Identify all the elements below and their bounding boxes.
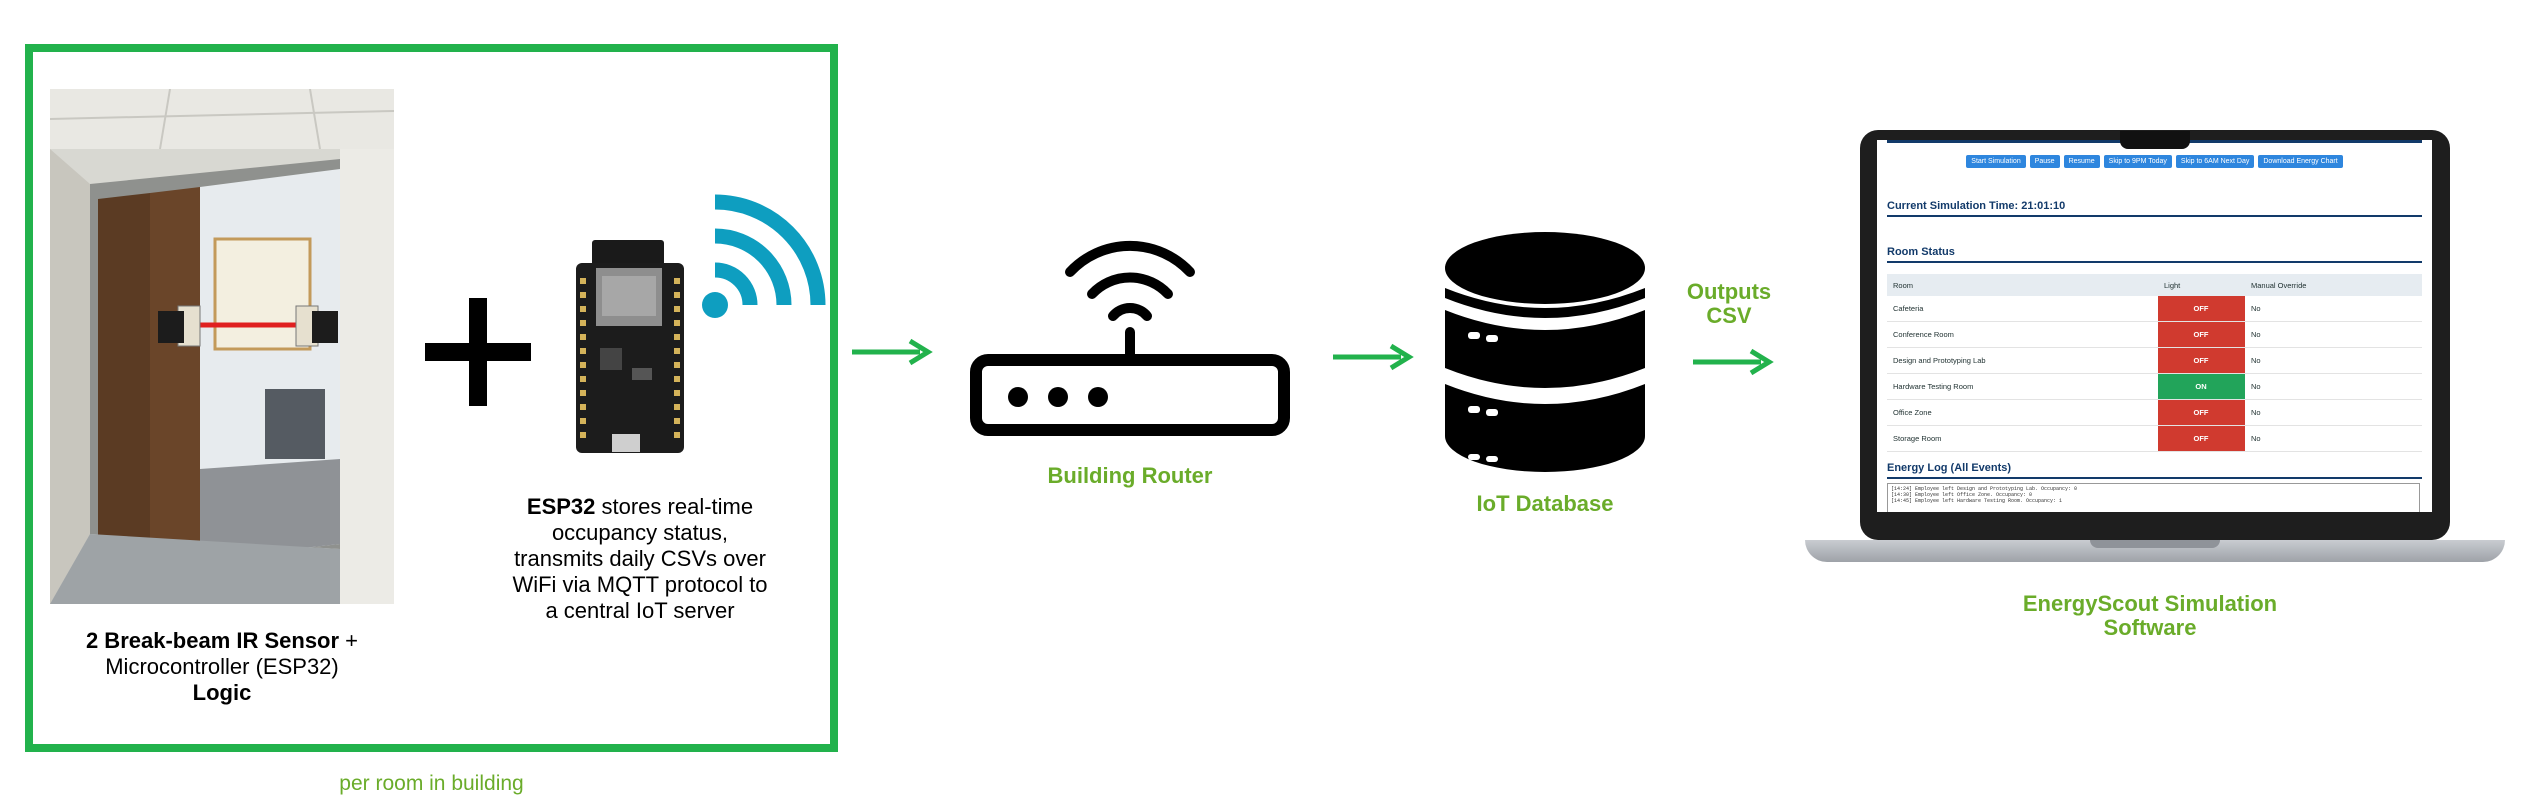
control-button-bar: Start Simulation Pause Resume Skip to 9P… xyxy=(1877,155,2432,168)
log-line: [14:45] Employee left Hardware Testing R… xyxy=(1891,498,2063,504)
table-row: Storage Room OFF No xyxy=(1887,425,2422,452)
table-row: Office Zone OFF No xyxy=(1887,399,2422,426)
light-status[interactable]: OFF xyxy=(2158,296,2245,322)
room-name: Office Zone xyxy=(1887,399,2158,426)
table-row: Conference Room OFF No xyxy=(1887,321,2422,348)
database-icon xyxy=(1445,232,1645,472)
sensor-caption-line3: Logic xyxy=(192,680,252,705)
esp32-caption-rest: stores real-time xyxy=(595,494,754,519)
room-unit-frame xyxy=(25,44,838,752)
resume-button[interactable]: Resume xyxy=(2063,155,2100,168)
start-simulation-button[interactable]: Start Simulation xyxy=(1966,155,2026,168)
simulation-time: Current Simulation Time: 21:01:10 xyxy=(1887,200,2422,217)
light-status[interactable]: ON xyxy=(2158,373,2245,400)
room-name: Design and Prototyping Lab xyxy=(1887,347,2158,374)
table-row: Cafeteria OFF No xyxy=(1887,296,2422,322)
override-value: No xyxy=(2245,373,2422,400)
esp32-caption: ESP32 stores real-time occupancy status,… xyxy=(470,494,810,624)
pause-button[interactable]: Pause xyxy=(2029,155,2060,168)
room-name: Hardware Testing Room xyxy=(1887,373,2158,400)
simulation-screen: Start Simulation Pause Resume Skip to 9P… xyxy=(1877,140,2432,512)
room-status-table: Room Light Manual Override Cafeteria OFF… xyxy=(1887,274,2422,452)
laptop-base xyxy=(1805,540,2505,562)
header-room: Room xyxy=(1887,274,2158,296)
software-label-line1: EnergyScout Simulation xyxy=(2022,591,2278,616)
light-status[interactable]: OFF xyxy=(2158,347,2245,374)
esp32-caption-line3: transmits daily CSVs over xyxy=(514,546,766,571)
override-value: No xyxy=(2245,321,2422,348)
per-room-label: per room in building xyxy=(339,772,524,795)
software-label-line2: Software xyxy=(2103,615,2197,640)
header-light: Light xyxy=(2158,274,2245,296)
room-name: Cafeteria xyxy=(1887,296,2158,322)
software-label: EnergyScout Simulation Software xyxy=(1950,592,2350,640)
room-name: Storage Room xyxy=(1887,425,2158,452)
table-header-row: Room Light Manual Override xyxy=(1887,274,2422,296)
arrow-to-software-icon xyxy=(1693,348,1774,376)
router-icon xyxy=(970,240,1290,436)
room-status-heading: Room Status xyxy=(1887,246,2422,263)
esp32-caption-line2: occupancy status, xyxy=(551,520,729,545)
override-value: No xyxy=(2245,399,2422,426)
table-row: Design and Prototyping Lab OFF No xyxy=(1887,347,2422,374)
esp32-board-icon xyxy=(576,240,684,453)
download-energy-chart-button[interactable]: Download Energy Chart xyxy=(2258,155,2343,168)
light-status[interactable]: OFF xyxy=(2158,399,2245,426)
energy-log-heading: Energy Log (All Events) xyxy=(1887,462,2422,479)
sensor-caption-bold: 2 Break-beam IR Sensor xyxy=(85,628,340,653)
override-value: No xyxy=(2245,425,2422,452)
log-line: [14:24] Employee left Design and Prototy… xyxy=(1891,486,2078,492)
light-status[interactable]: OFF xyxy=(2158,321,2245,348)
arrow-to-database-icon xyxy=(1333,343,1414,371)
outputs-line1: Outputs xyxy=(1686,279,1772,304)
wifi-signal-icon xyxy=(702,194,826,318)
skip-9pm-button[interactable]: Skip to 9PM Today xyxy=(2103,155,2172,168)
energy-log-box[interactable]: [14:24] Employee left Design and Prototy… xyxy=(1887,483,2420,512)
table-row: Hardware Testing Room ON No xyxy=(1887,373,2422,400)
database-label: IoT Database xyxy=(1476,491,1614,516)
esp32-caption-line5: a central IoT server xyxy=(545,598,735,623)
router-label: Building Router xyxy=(1047,463,1213,488)
laptop-trackpad-notch xyxy=(2090,540,2220,548)
arrow-to-router-icon xyxy=(852,338,933,366)
light-status[interactable]: OFF xyxy=(2158,425,2245,452)
esp32-caption-line4: WiFi via MQTT protocol to xyxy=(512,572,768,597)
log-line: [14:30] Employee left Office Zone. Occup… xyxy=(1891,492,2033,498)
doorway-photo xyxy=(50,89,394,604)
override-value: No xyxy=(2245,296,2422,322)
plus-icon xyxy=(425,298,531,406)
header-override: Manual Override xyxy=(2245,274,2422,296)
sensor-caption-line2: Microcontroller (ESP32) xyxy=(105,654,339,679)
outputs-line2: CSV xyxy=(1706,303,1752,328)
laptop-notch xyxy=(2120,131,2190,149)
outputs-csv-label: Outputs CSV xyxy=(1664,280,1794,328)
room-name: Conference Room xyxy=(1887,321,2158,348)
sensor-caption-plus: + xyxy=(339,628,359,653)
esp32-caption-bold: ESP32 xyxy=(526,494,596,519)
skip-6am-button[interactable]: Skip to 6AM Next Day xyxy=(2175,155,2255,168)
override-value: No xyxy=(2245,347,2422,374)
sensor-caption: 2 Break-beam IR Sensor + Microcontroller… xyxy=(50,628,394,706)
